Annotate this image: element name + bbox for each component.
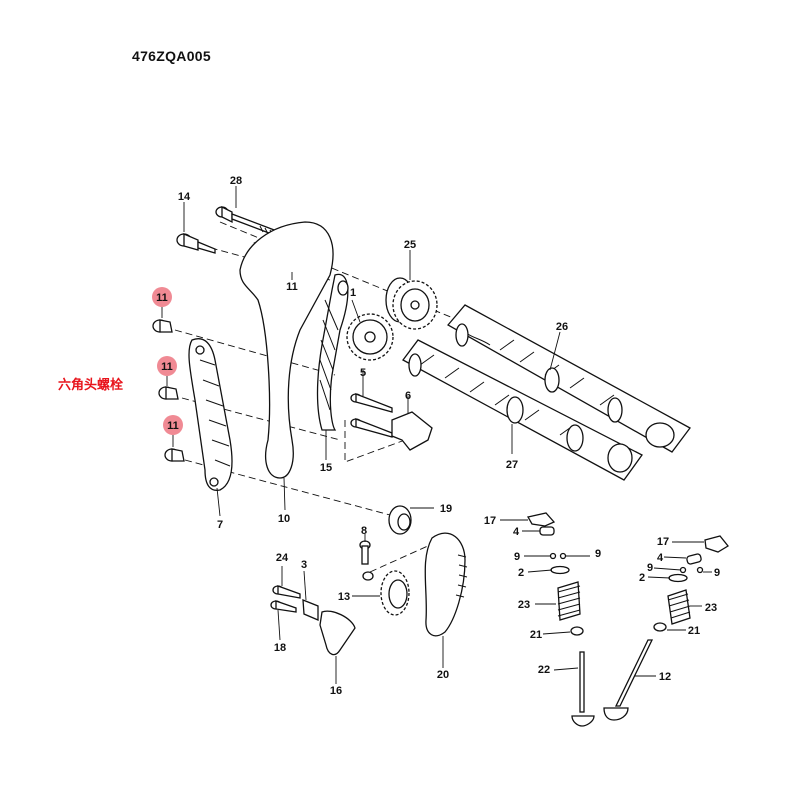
part-23-spring-a [557,581,581,621]
callout-25: 25 [404,239,416,251]
callout-21-a: 21 [530,629,542,641]
part-15-tensioner-rail [316,273,349,431]
part-24-bolt [272,585,301,599]
part-12-valve [603,639,654,721]
callout-9-b: 9 [595,548,601,560]
part-1-sprocket [346,313,394,361]
callout-27: 27 [506,459,518,471]
leader-lines [161,186,712,684]
callout-9-a: 9 [514,551,520,563]
part-3-spacer [302,599,319,621]
part-6-bracket [391,411,433,451]
part-14-bolt [176,233,216,254]
part-11-bolt-a [152,319,173,333]
callout-11-b: 11 [161,361,173,373]
part-5-bolts [350,393,393,438]
callout-8: 8 [361,525,367,537]
part-4-lash-adjuster-b [686,553,702,565]
part-2-retainer-a [550,565,570,575]
callout-5: 5 [360,367,366,379]
callout-23-a: 23 [518,599,530,611]
callout-3: 3 [301,559,307,571]
part-21-seal-a [570,626,584,636]
diagram-code: 476ZQA005 [132,48,211,64]
callout-2-a: 2 [518,567,524,579]
callout-10: 10 [278,513,290,525]
part-11-bolt-c [164,448,185,462]
part-9-keepers-a [549,552,567,560]
callout-11-d: 11 [286,281,298,293]
callout-16: 16 [330,685,342,697]
part-10-chain-guide [239,221,334,479]
part-22-valve [571,651,595,727]
part-11-bolt-b [158,386,179,400]
part-25-vvt-phaser [385,277,438,330]
callout-19: 19 [440,503,452,515]
callout-20: 20 [437,669,449,681]
callout-28: 28 [230,175,242,187]
part-16-tensioner [319,610,356,656]
part-4-lash-adjuster-a [539,526,555,536]
part-8-bolt [359,540,371,565]
part-20-timing-chain [424,532,468,637]
part-27-camshaft [402,339,643,481]
callout-2-b: 2 [639,572,645,584]
callout-12: 12 [659,671,671,683]
highlight-11-c [163,415,183,435]
callout-4-a: 4 [513,526,520,538]
callout-18: 18 [274,642,286,654]
callout-21-b: 21 [688,625,700,637]
callout-23-b: 23 [705,602,717,614]
part-17-rocker-a [526,512,556,527]
callout-24: 24 [276,552,289,564]
callout-17-a: 17 [484,515,496,527]
callout-15: 15 [320,462,332,474]
part-2-retainer-b [668,573,688,583]
callout-6: 6 [405,390,411,402]
part-23-spring-b [667,589,691,625]
highlight-11-b [157,356,177,376]
part-13-crank-sprocket [362,570,410,616]
part-21-seal-b [653,622,667,632]
callout-13: 13 [338,591,350,603]
callout-7: 7 [217,519,223,531]
callout-9-d: 9 [714,567,720,579]
callout-9-c: 9 [647,562,653,574]
annotation-hex-bolt: 六角头螺栓 [58,378,124,393]
highlight-11-a [152,287,172,307]
callout-1: 1 [350,287,356,299]
callout-17-b: 17 [657,536,669,548]
part-26-camshaft [446,304,691,453]
callout-numbers: 1 2 2 3 4 4 5 6 7 8 9 9 9 9 10 11 11 11 … [156,175,720,697]
part-19-idler-gear [388,505,412,535]
part-17-rocker-b [704,535,729,553]
part-18-bolt [270,600,297,613]
callout-4-b: 4 [657,552,664,564]
callout-11-c: 11 [167,420,179,432]
part-7-chain-guide [188,338,233,491]
part-9-keepers-b [679,566,704,574]
callout-14: 14 [178,191,191,203]
callout-22: 22 [538,664,550,676]
callout-26: 26 [556,321,568,333]
callout-11-a: 11 [156,292,168,304]
